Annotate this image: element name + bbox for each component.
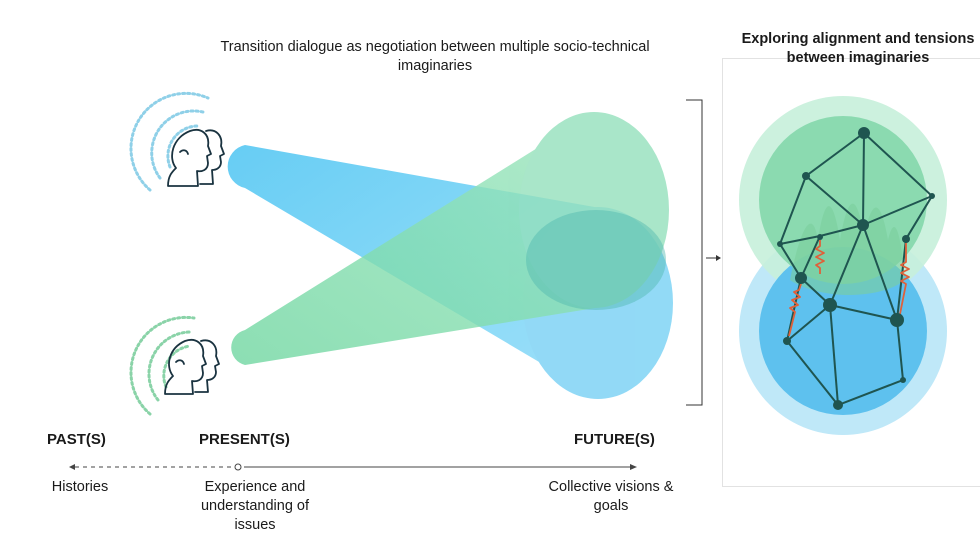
green-beam: [231, 112, 669, 365]
present-description: Experience and understanding of issues: [200, 479, 310, 533]
sound-waves-icon: [129, 91, 210, 192]
network-nodes: [777, 127, 935, 410]
timeline: [69, 463, 637, 471]
overlap-region: [526, 210, 666, 310]
future-label: FUTURE(S): [574, 431, 655, 448]
arrow-head: [716, 255, 721, 261]
people-head-icon-top: [167, 129, 225, 187]
bracket-arrow: [686, 99, 716, 406]
past-description: Histories: [51, 479, 109, 495]
people-head-icon-bottom: [164, 339, 220, 395]
future-description: Collective visions & goals: [548, 479, 674, 514]
main-title: Transition dialogue as negotiation betwe…: [220, 39, 650, 74]
present-label: PRESENT(S): [199, 431, 290, 448]
past-label: PAST(S): [47, 431, 106, 448]
tension-springs: [788, 240, 910, 337]
sound-waves-icon-bottom: [129, 315, 196, 416]
side-panel-title: Exploring alignment and tensions between…: [741, 31, 975, 66]
side-panel: [722, 58, 980, 487]
imaginaries-overlap: [739, 96, 947, 435]
